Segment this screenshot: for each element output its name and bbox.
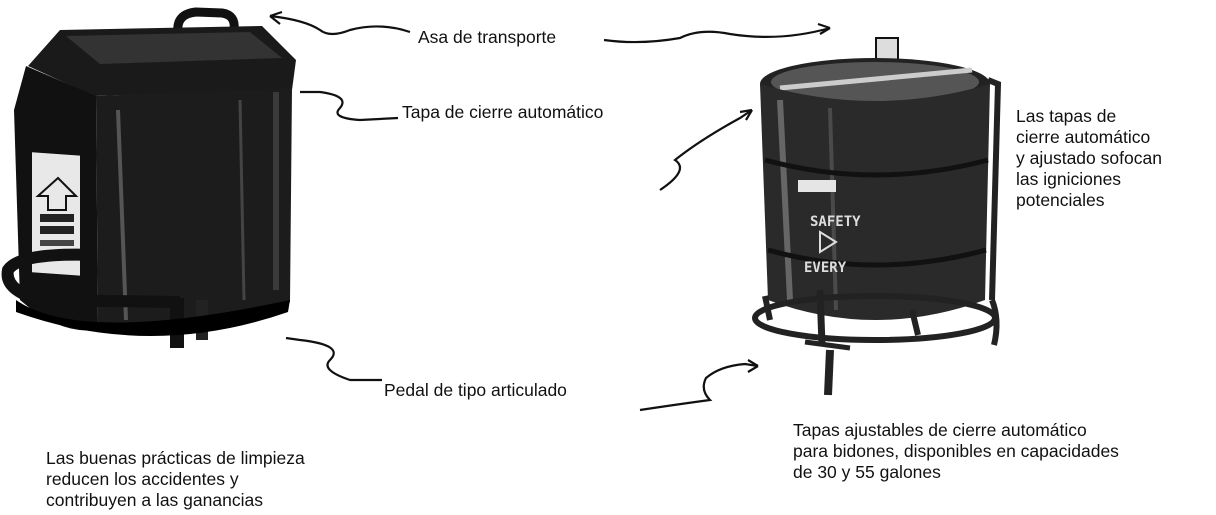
right-note: Las tapas de cierre automático y ajustad… — [1016, 106, 1162, 211]
label-self-closing-lid: Tapa de cierre automático — [402, 102, 604, 122]
drum-lid-illustration: SAFETY EVERY — [752, 37, 1002, 396]
arrow-lid-right — [659, 109, 753, 191]
right-note-line: y ajustado sofocan — [1016, 148, 1162, 168]
arrow-handle-right — [603, 26, 831, 44]
caption-bottom-right: Tapas ajustables de cierre automático pa… — [793, 420, 1119, 483]
connector-arrows — [269, 10, 831, 412]
caption-line: de 30 y 55 galones — [793, 462, 941, 482]
right-note-line: las igniciones — [1016, 169, 1122, 189]
label-pedal: Pedal de tipo articulado — [384, 380, 567, 400]
caption-line: Las buenas prácticas de limpieza — [46, 448, 305, 468]
arrow-handle-left — [269, 14, 411, 36]
arrow-lid-left — [300, 90, 399, 122]
right-note-line: potenciales — [1016, 190, 1105, 210]
drum-decal-text-2: EVERY — [804, 260, 847, 276]
drum-decal-text-1: SAFETY — [810, 214, 861, 230]
right-note-line: cierre automático — [1016, 127, 1151, 147]
caption-line: Tapas ajustables de cierre automático — [793, 420, 1087, 440]
caption-bottom-left: Las buenas prácticas de limpieza reducen… — [46, 448, 305, 511]
caption-line: contribuyen a las ganancias — [46, 490, 263, 510]
caption-line: para bidones, disponibles en capacidades — [793, 441, 1119, 461]
caption-line: reducen los accidentes y — [46, 469, 239, 489]
safety-can-illustration — [1, 7, 296, 348]
right-note-line: Las tapas de — [1016, 106, 1117, 126]
label-carry-handle: Asa de transporte — [418, 27, 557, 47]
arrow-pedal-right — [639, 362, 759, 412]
arrow-pedal-left — [285, 336, 382, 382]
